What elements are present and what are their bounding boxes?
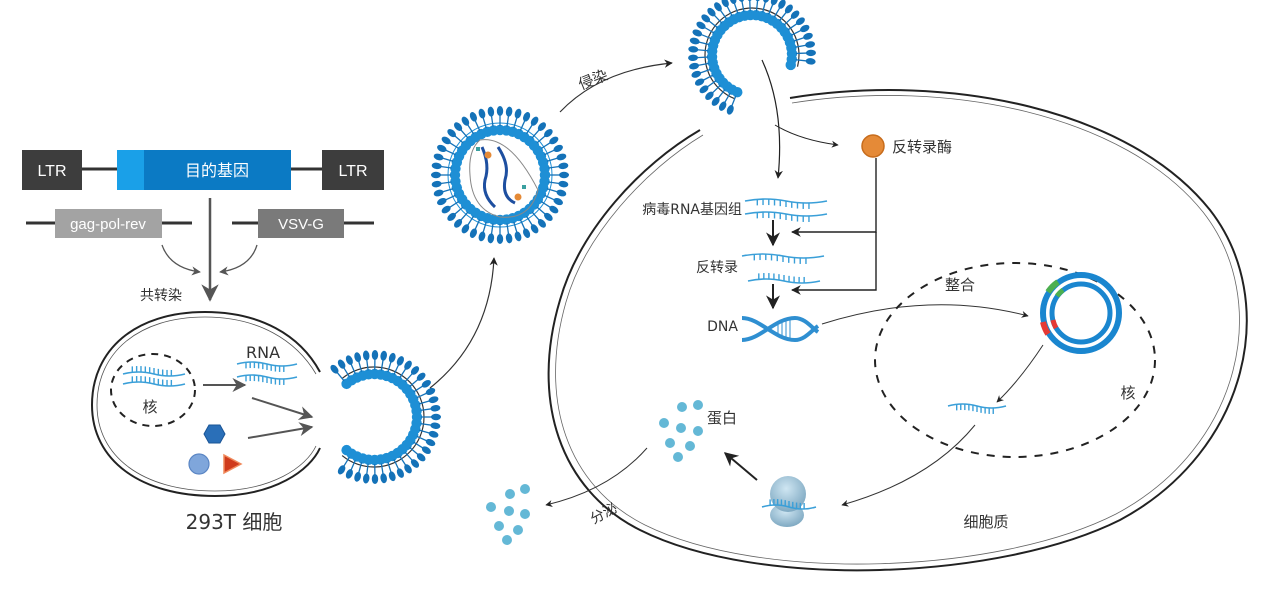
protein-label: 蛋白	[707, 409, 737, 427]
secreted-protein-dots-icon	[486, 484, 530, 545]
producer-cell-label: 293T 细胞	[186, 510, 283, 534]
free-virus-icon	[431, 106, 569, 244]
viral-rna-genome-label: 病毒RNA基因组	[642, 201, 742, 218]
producer-nucleus-label: 核	[142, 398, 157, 416]
hexagon-protein-icon	[203, 424, 226, 444]
nuclear-rna-icon	[122, 366, 186, 387]
gag-pol-rev-box	[55, 209, 162, 238]
viral-rna-genome-icon	[744, 198, 828, 222]
gag-pol-rev-label: gag-pol-rev	[70, 216, 146, 233]
ltr-left-label: LTR	[37, 163, 66, 180]
enzyme-arrows	[791, 158, 877, 237]
target-gene-box	[117, 150, 291, 190]
mrna-icon	[947, 403, 1007, 414]
budding-virus-icon	[330, 350, 441, 484]
producer-cell: 核 RNA 293T 细胞	[90, 310, 321, 534]
cytoplasm-label: 细胞质	[963, 513, 1008, 531]
target-cell	[547, 89, 1248, 572]
reverse-transcription-icon	[741, 253, 825, 284]
envelope-plasmid: VSV-G	[232, 209, 374, 238]
reverse-transcription-label: 反转录	[696, 260, 738, 276]
cytoplasmic-rna-icon	[236, 361, 298, 385]
cotransfection-label: 共转染	[140, 288, 182, 304]
vsv-g-box	[258, 209, 344, 238]
transfer-plasmid: LTR 目的基因 LTR	[22, 150, 384, 190]
triangle-protein-icon	[223, 453, 243, 475]
infection-label: 侵染	[576, 66, 611, 94]
entering-virus-icon	[688, 0, 816, 115]
integration-arrow	[821, 304, 1029, 325]
target-gene-label: 目的基因	[185, 162, 249, 180]
ltr-left-box	[22, 150, 82, 190]
dna-helix-icon	[741, 315, 820, 343]
target-nucleus-label: 核	[1120, 384, 1135, 402]
vsv-g-label: VSV-G	[278, 216, 324, 233]
infection-arrow	[559, 59, 673, 113]
reverse-transcriptase-label: 反转录酶	[892, 138, 952, 156]
secretion-label: 分泌	[588, 500, 620, 527]
translation-arrow	[723, 452, 758, 481]
ltr-right-box	[322, 150, 384, 190]
release-arrow	[429, 257, 498, 389]
gag-merge-arrow	[161, 244, 201, 276]
reverse-transcriptase-icon	[861, 134, 885, 158]
integrated-genome-icon	[1040, 272, 1122, 354]
target-nucleus	[874, 262, 1156, 458]
vsvg-merge-arrow	[219, 244, 258, 276]
producer-nucleus	[110, 353, 196, 427]
dna-label: DNA	[707, 319, 738, 335]
packaging-plasmid: gag-pol-rev	[26, 209, 192, 238]
circle-protein-icon	[188, 453, 210, 475]
ribosome-icon	[761, 476, 817, 527]
integration-label: 整合	[945, 276, 975, 294]
secretion-arrow	[545, 447, 648, 507]
ltr-right-label: LTR	[338, 163, 367, 180]
protein-dots-icon	[659, 400, 703, 462]
rna-label: RNA	[246, 343, 280, 362]
